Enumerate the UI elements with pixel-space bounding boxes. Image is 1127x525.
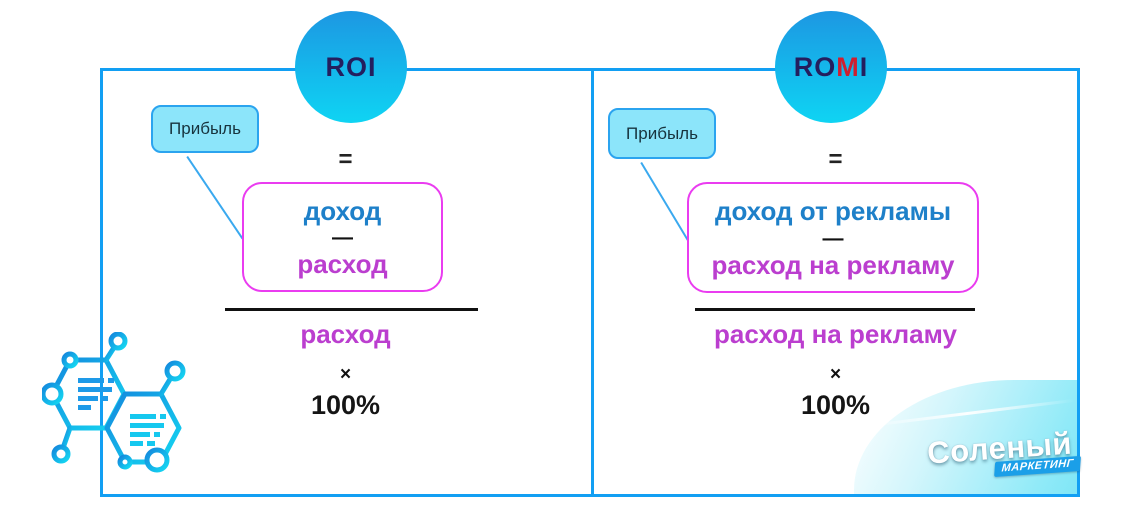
roi-title: ROI: [325, 51, 377, 82]
fraction-bar: [695, 308, 975, 311]
molecule-icon: [42, 332, 186, 473]
profit-callout-label: Прибыль: [169, 119, 241, 138]
multiply-sign: ×: [339, 364, 352, 385]
profit-callout-label: Прибыль: [626, 123, 698, 143]
fraction-bar: [225, 308, 478, 311]
roi-panel: ROI Прибыль = доход — расход расход × 10…: [100, 11, 591, 497]
profit-callout: Прибыль: [608, 108, 716, 159]
outer-frame: [100, 68, 1080, 497]
expense-term: расход: [297, 249, 388, 279]
income-term: доход: [303, 196, 382, 226]
percent-value: 100%: [800, 390, 871, 420]
brand-logo: Соленый МАРКЕТИНГ: [926, 424, 1090, 495]
percent-value: 100%: [310, 390, 381, 420]
expense-term: расход на рекламу: [711, 250, 955, 280]
denominator-term: расход на рекламу: [714, 319, 957, 349]
denominator-term: расход: [300, 319, 391, 349]
numerator-box: доход от рекламы — расход на рекламу: [687, 182, 979, 293]
profit-callout: Прибыль: [151, 105, 259, 153]
romi-title-accent: M: [836, 51, 860, 82]
minus-sign: —: [822, 226, 844, 250]
romi-title: RO: [793, 51, 837, 82]
multiply-sign: ×: [829, 364, 842, 385]
equals-sign: =: [338, 146, 353, 173]
equals-sign: =: [828, 146, 843, 173]
panel-divider-line: [591, 68, 594, 497]
minus-sign: —: [332, 226, 353, 249]
numerator-box: доход — расход: [242, 182, 443, 292]
income-term: доход от рекламы: [714, 196, 952, 226]
romi-title-suffix: I: [859, 51, 869, 82]
roi-badge: ROI: [295, 11, 407, 123]
